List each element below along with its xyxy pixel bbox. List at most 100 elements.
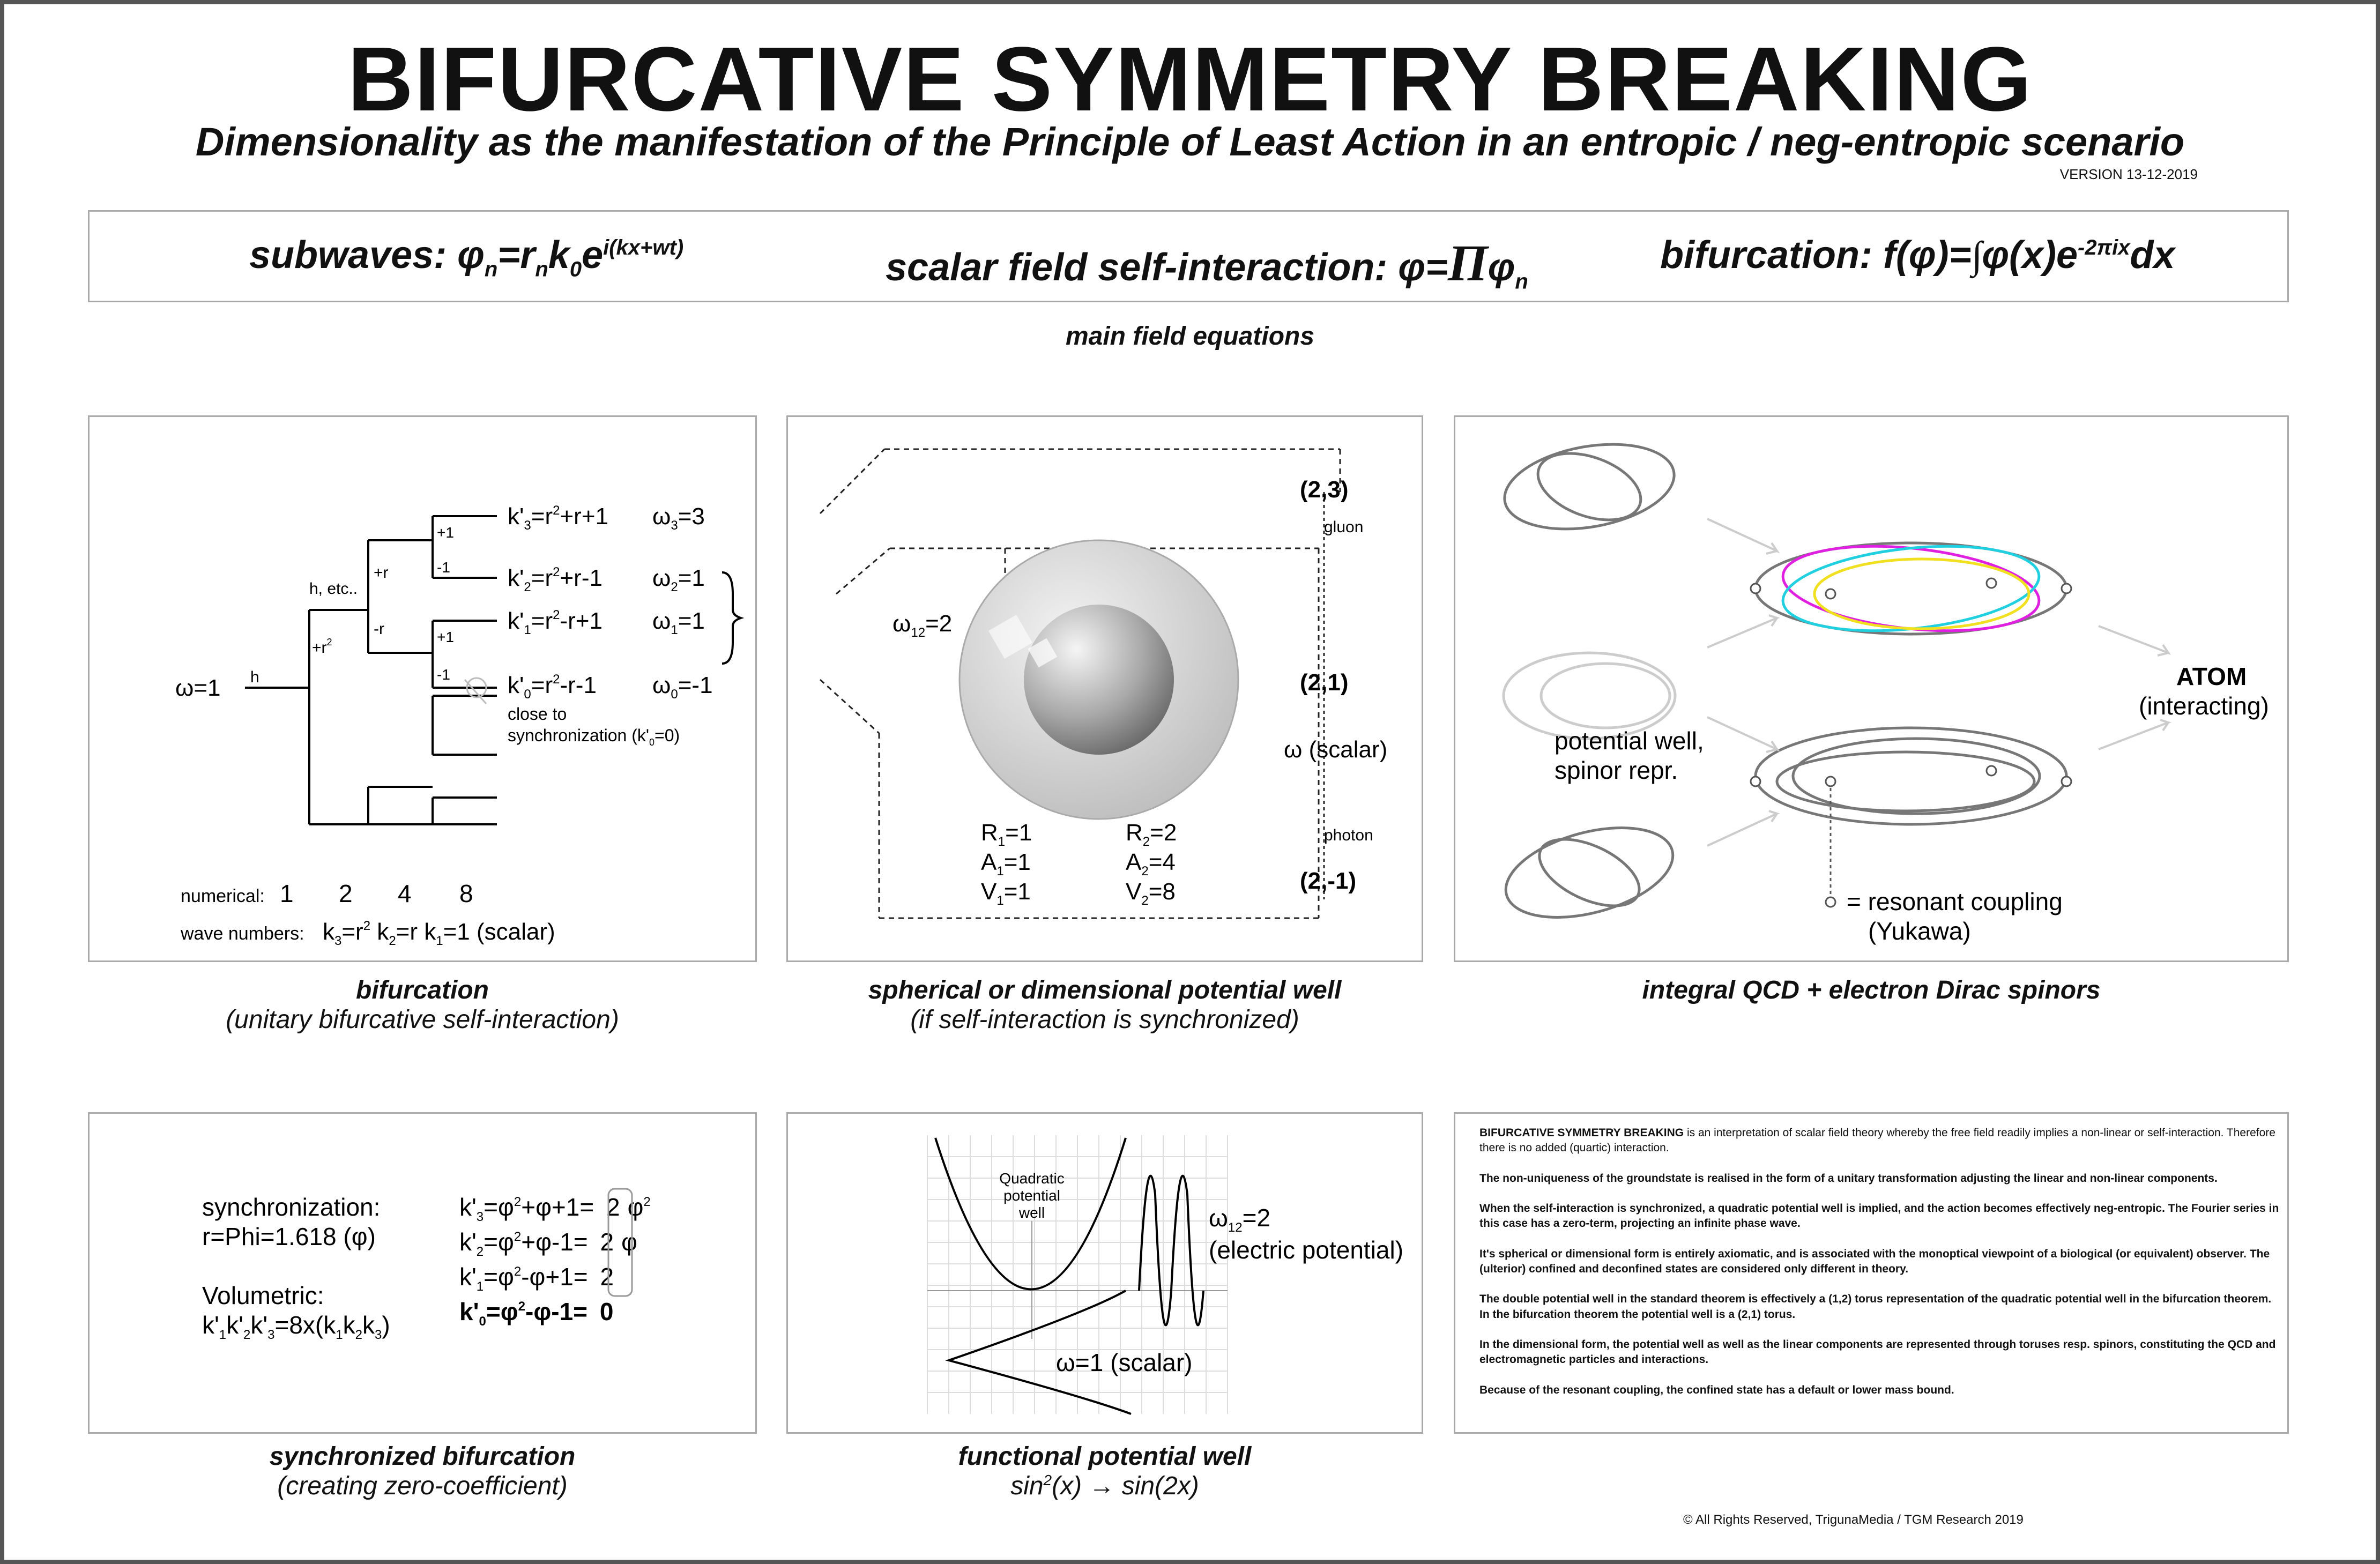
quadratic-label-2: potential [1003,1187,1060,1204]
plus-r-label: +r [374,564,389,582]
copyright: © All Rights Reserved, TrigunaMedia / TG… [1683,1513,2024,1527]
caption-spherical-sub: (if self-interaction is synchronized) [910,1006,1299,1034]
plus-r2-label: +r2 [312,637,332,657]
caption-bifurcation-title: bifurcation [356,976,489,1004]
torus-diagram: potential well, spinor repr. ATOM (inter… [1502,443,2269,945]
page-title: BIFURCATIVE SYMMETRY BREAKING [347,28,2033,130]
caption-spherical: spherical or dimensional potential well … [786,975,1423,1034]
synchronized-equations: synchronization: r=Phi=1.618 (φ) Volumet… [202,1188,651,1342]
yukawa-label: (Yukawa) [1868,917,1971,945]
numerical-4: 4 [398,880,412,907]
w3-value: ω3=3 [652,503,705,533]
scalar-label-panel2: ω (scalar) [1284,736,1387,763]
interacting-label: (interacting) [2139,692,2269,720]
panel-functional-well: Quadratic potential well ω12=2 (electric… [786,1112,1423,1434]
functional-well-plot: Quadratic potential well ω12=2 (electric… [927,1135,1403,1415]
panel-synchronized: synchronization: r=Phi=1.618 (φ) Volumet… [88,1112,757,1434]
r2-label: R2=2 [1126,820,1177,849]
equations-box: subwaves: φn=rnk0ei(kx+wt) scalar field … [88,210,2289,302]
v1-label: V1=1 [981,878,1031,908]
spinor-repr-label: spinor repr. [1555,756,1678,784]
resonant-coupling-label: = resonant coupling [1847,888,2063,915]
bifurcation-tree: ω=1 h h, etc.. +r2 +r -r +1 -1 +1 -1 k'3… [175,503,745,948]
quadratic-label-1: Quadratic [999,1170,1064,1187]
w0-value: ω0=-1 [652,672,713,702]
caption-functional: functional potential well sin2(x) → sin(… [786,1442,1423,1501]
description-p1: BIFURCATIVE SYMMETRY BREAKING is an inte… [1479,1126,2284,1156]
caption-bifurcation-sub: (unitary bifurcative self-interaction) [226,1006,619,1034]
equations-caption: main field equations [1065,322,1315,351]
k0-phi-equation: k'0=φ2-φ-1= 0 [459,1298,613,1329]
wave-numbers-label: wave numbers: [180,923,304,944]
caption-synchronized-title: synchronized bifurcation [269,1442,576,1471]
r1-label: R1=1 [981,820,1032,849]
label-2-3: (2,3) [1300,476,1348,503]
photon-label: photon [1324,826,1373,844]
k1-equation: k'1=r2-r+1 [508,608,603,637]
electric-potential-label: (electric potential) [1209,1236,1403,1264]
phi-value: r=Phi=1.618 (φ) [202,1223,376,1250]
bifurcation-label: bifurcation: [1660,234,1872,277]
k2-equation: k'2=r2+r-1 [508,565,603,594]
caption-synchronized: synchronized bifurcation (creating zero-… [88,1442,757,1501]
omega-label: ω=1 [175,675,221,701]
scalar-equation: scalar field self-interaction: φ=Πφn [886,234,1528,294]
k3-equation: k'3=r2+r+1 [508,503,608,533]
version-label: VERSION 13-12-2019 [2059,166,2198,182]
description-text: BIFURCATIVE SYMMETRY BREAKING is an inte… [1479,1126,2284,1413]
panel-bifurcation: ω=1 h h, etc.. +r2 +r -r +1 -1 +1 -1 k'3… [88,415,757,962]
caption-synchronized-sub: (creating zero-coefficient) [277,1472,568,1500]
omega12-electric: ω12=2 [1209,1204,1270,1235]
v2-label: V2=8 [1126,878,1176,908]
panel-qcd-spinors: potential well, spinor repr. ATOM (inter… [1454,415,2289,962]
minus-r-label: -r [374,620,384,638]
description-p5: The double potential well in the standar… [1479,1293,2272,1321]
page-subtitle: Dimensionality as the manifestation of t… [195,120,2185,164]
caption-qcd: integral QCD + electron Dirac spinors [1454,975,2289,1005]
scalar-omega-label: ω=1 (scalar) [1056,1349,1192,1376]
description-p3: When the self-interaction is synchronize… [1479,1202,2279,1230]
k1-phi-equation: k'1=φ2-φ+1= 2 [459,1263,614,1294]
numerical-label: numerical: [181,886,265,906]
k0-equation: k'0=r2-r-1 [508,672,597,702]
w1-value: ω1=1 [652,608,705,637]
panel-spherical-well: ω12=2 (2,3) gluon (2,1) ω (scalar) photo… [786,415,1423,962]
numerical-1: 1 [280,880,294,907]
description-p6: In the dimensional form, the potential w… [1479,1338,2276,1366]
description-p1-rest: is an interpretation of scalar field the… [1479,1127,2275,1155]
description-p4: It's spherical or dimensional form is en… [1479,1247,2270,1276]
description-p7: Because of the resonant coupling, the co… [1479,1383,1954,1396]
plus-one-a: +1 [437,524,454,541]
w2-value: ω2=1 [652,565,705,594]
subwaves-equation: subwaves: φn=rnk0ei(kx+wt) [249,234,684,281]
a2-label: A2=4 [1126,849,1176,878]
description-p2: The non-uniqueness of the groundstate is… [1479,1172,2218,1185]
label-2-minus1: (2,-1) [1300,868,1356,894]
caption-functional-formula: sin2(x) → sin(2x) [1010,1472,1199,1500]
caption-bifurcation: bifurcation (unitary bifurcative self-in… [88,975,757,1034]
caption-functional-title: functional potential well [958,1442,1252,1471]
numerical-2: 2 [339,880,353,907]
synchronization-label: synchronization: [202,1193,380,1221]
caption-qcd-title: integral QCD + electron Dirac spinors [1642,976,2101,1004]
volumetric-label: Volumetric: [202,1282,324,1309]
plus-one-b: +1 [437,629,454,645]
minus-one-a: -1 [437,559,450,576]
subwaves-label: subwaves: [249,234,447,277]
description-p1-bold: BIFURCATIVE SYMMETRY BREAKING [1479,1127,1684,1139]
scalar-label: scalar field self-interaction: [886,246,1388,289]
wave-numbers-values: k3=r2 k2=r k1=1 (scalar) [323,919,555,948]
quadratic-label-3: well [1018,1204,1045,1221]
atom-label: ATOM [2176,662,2247,690]
minus-one-b: -1 [437,666,450,683]
spherical-well-diagram: ω12=2 (2,3) gluon (2,1) ω (scalar) photo… [819,448,1387,919]
numerical-8: 8 [459,880,473,907]
label-2-1: (2,1) [1300,669,1348,696]
bifurcation-equation: bifurcation: f(φ)=∫φ(x)e-2πixdx [1660,234,2175,277]
a1-label: A1=1 [981,849,1031,878]
omega12-label: ω12=2 [892,610,952,640]
caption-spherical-title: spherical or dimensional potential well [868,976,1342,1004]
